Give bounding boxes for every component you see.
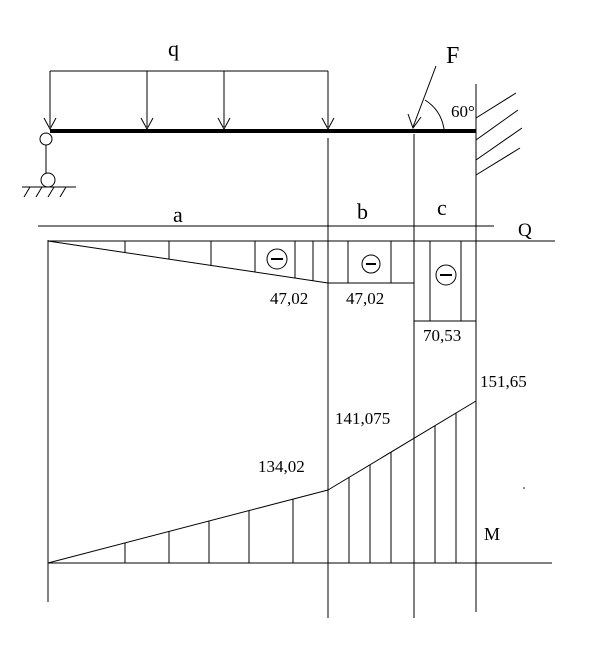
force-arrow <box>407 65 445 130</box>
load-label-q: q <box>168 36 179 61</box>
distributed-load <box>43 70 335 131</box>
shear-value-c-end: 70,53 <box>423 326 461 345</box>
fixed-wall <box>475 84 523 176</box>
segment-label-a: a <box>173 202 183 227</box>
shear-sign-b <box>361 254 381 274</box>
force-angle-label: 60° <box>451 102 475 121</box>
moment-value-c-end: 151,65 <box>480 372 527 391</box>
stray-dot <box>523 487 525 489</box>
segment-label-b: b <box>357 199 368 224</box>
moment-diagram <box>47 400 477 564</box>
pin-support <box>22 132 76 198</box>
shear-axis-label: Q <box>518 220 532 241</box>
force-label-f: F <box>446 43 459 69</box>
shear-diagram <box>47 240 477 322</box>
moment-value-b-end: 141,075 <box>335 409 390 428</box>
moment-axis-label: M <box>484 524 500 544</box>
shear-sign-c <box>435 264 457 286</box>
moment-value-a-end: 134,02 <box>258 457 305 476</box>
segment-label-c: c <box>437 195 447 220</box>
shear-value-b-end: 47,02 <box>346 289 384 308</box>
section-lines <box>47 134 477 618</box>
shear-sign-a <box>266 248 288 270</box>
shear-value-a-end: 47,02 <box>270 289 308 308</box>
